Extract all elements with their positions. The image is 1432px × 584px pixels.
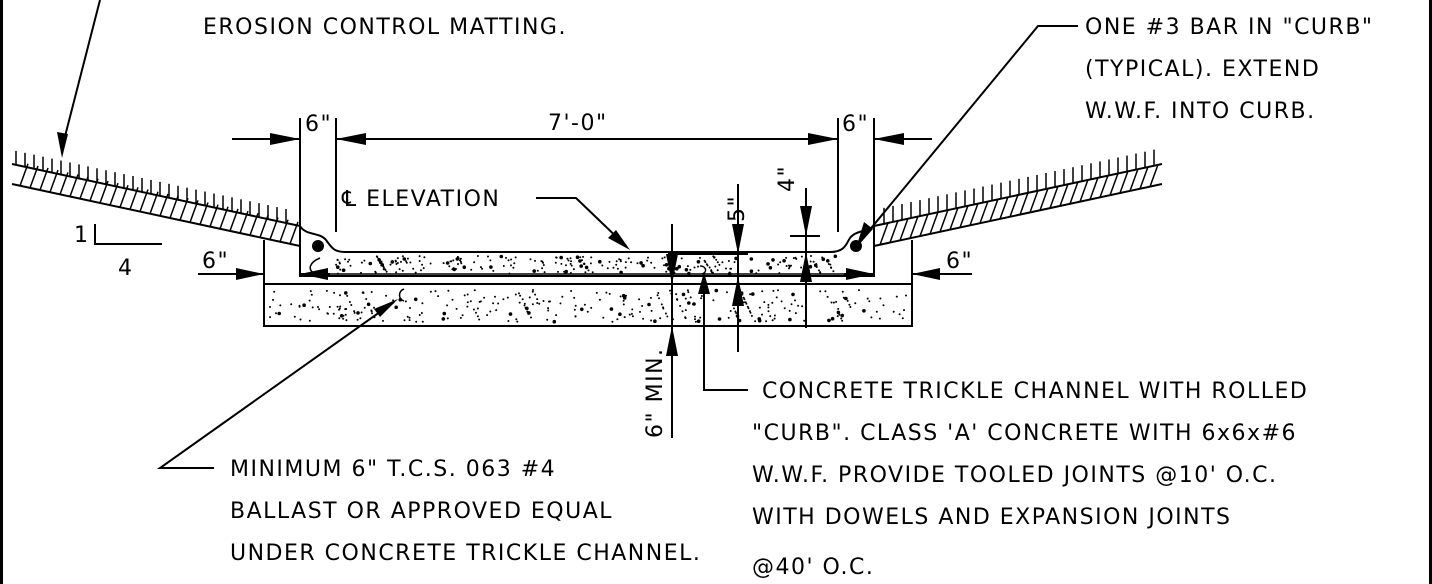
channel-note-line3: W.W.F. PROVIDE TOOLED JOINTS @10' O.C. bbox=[752, 463, 1278, 488]
ballast-note-line1: MINIMUM 6" T.C.S. 063 #4 bbox=[230, 457, 556, 482]
flowline-elevation-note: ℄ ELEVATION bbox=[341, 187, 500, 212]
vertical-dimensions bbox=[650, 184, 820, 438]
curb-left-width-label: 6" bbox=[305, 112, 332, 137]
channel-note-line1: CONCRETE TRICKLE CHANNEL WITH ROLLED bbox=[762, 379, 1308, 404]
top-dimensions bbox=[232, 118, 932, 232]
side-offset-dimensions bbox=[198, 240, 972, 284]
left-embankment bbox=[11, 150, 301, 250]
rebar-note-line2: (TYPICAL). EXTEND bbox=[1085, 57, 1320, 82]
depth-curb-label: 4" bbox=[775, 165, 800, 192]
rebar-note: ONE #3 BAR IN "CURB" (TYPICAL). EXTEND W… bbox=[1085, 15, 1374, 124]
ballast-depth-label: 6" MIN. bbox=[643, 347, 668, 438]
left-curb-rebar bbox=[312, 240, 324, 252]
right-embankment bbox=[873, 149, 1163, 250]
channel-note-line4: WITH DOWELS AND EXPANSION JOINTS bbox=[752, 505, 1232, 530]
ballast-note: MINIMUM 6" T.C.S. 063 #4 BALLAST OR APPR… bbox=[230, 457, 701, 566]
channel-note-line2: "CURB". CLASS 'A' CONCRETE WITH 6x6x#6 bbox=[752, 421, 1297, 446]
curb-right-width-label: 6" bbox=[842, 112, 869, 137]
leader-lines bbox=[57, 0, 1078, 469]
slope-indicator bbox=[94, 224, 162, 245]
ballast-note-line2: BALLAST OR APPROVED EQUAL bbox=[230, 499, 613, 524]
slope-run-label: 4 bbox=[118, 256, 134, 281]
depth-center-label: 5" bbox=[725, 195, 750, 222]
channel-note-line5: @40' O.C. bbox=[752, 555, 874, 580]
rebar-note-line3: W.W.F. INTO CURB. bbox=[1085, 99, 1316, 124]
ballast-note-line3: UNDER CONCRETE TRICKLE CHANNEL. bbox=[230, 541, 701, 566]
slope-rise-label: 1 bbox=[74, 223, 90, 248]
concrete-trickle-channel bbox=[299, 225, 875, 277]
left-offset-label: 6" bbox=[202, 249, 229, 274]
erosion-control-note: EROSION CONTROL MATTING. bbox=[203, 15, 567, 40]
rebar-note-line1: ONE #3 BAR IN "CURB" bbox=[1085, 15, 1374, 40]
ballast-layer bbox=[263, 283, 913, 327]
channel-width-label: 7'-0" bbox=[548, 111, 608, 136]
channel-note: CONCRETE TRICKLE CHANNEL WITH ROLLED "CU… bbox=[752, 379, 1308, 580]
right-offset-label: 6" bbox=[946, 249, 973, 274]
